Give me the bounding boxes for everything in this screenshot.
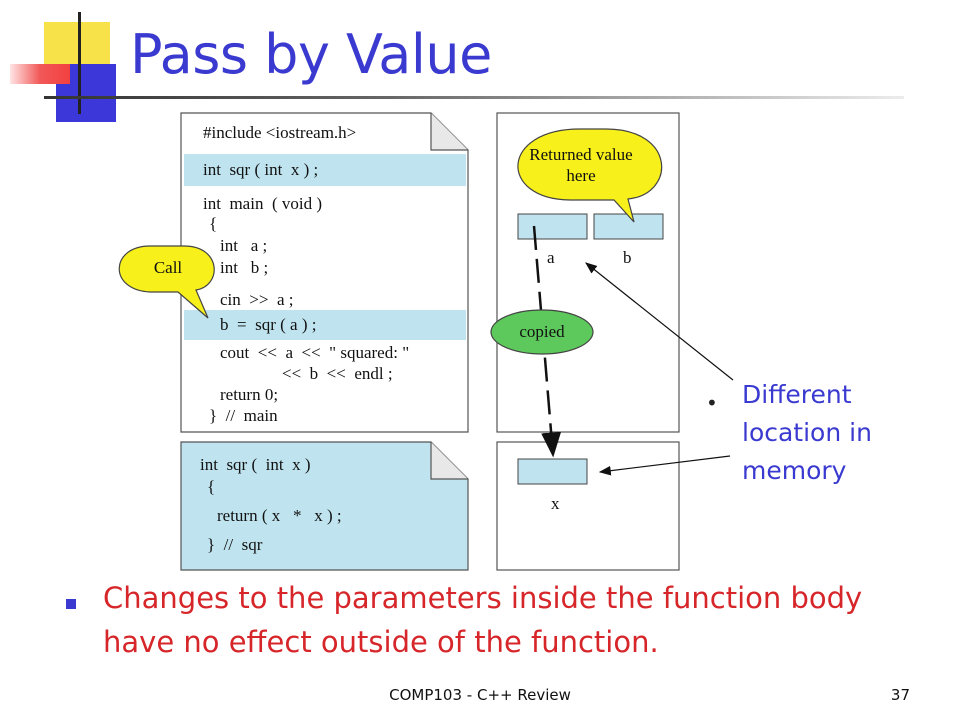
memory-cell-b — [593, 213, 664, 240]
code-line-include: #include <iostream.h> — [203, 123, 357, 142]
main-code-page — [180, 112, 469, 433]
code-line-cout-cont: << b << endl ; — [282, 364, 393, 383]
call-line-highlight — [184, 310, 466, 340]
side-note-bullet: • — [706, 391, 718, 415]
returned-value-label-line2: here — [566, 166, 596, 185]
code-line-cout: cout << a << " squared: " — [220, 343, 410, 362]
pointer-arrow-to-x — [598, 455, 731, 476]
side-note-text: Different location in memory — [742, 380, 872, 485]
memory-cell-a — [517, 213, 588, 240]
main-code-page-fold — [430, 113, 468, 151]
code-line-cin: cin >> a ; — [220, 290, 294, 309]
title-decoration-vertical-line — [78, 12, 81, 114]
copied-callout-label: copied — [519, 322, 565, 341]
call-callout-bubble — [118, 245, 215, 319]
pointer-arrow-to-a — [585, 262, 734, 381]
code-line-prototype: int sqr ( int x ) ; — [203, 160, 319, 179]
call-callout-label: Call — [153, 258, 183, 277]
returned-value-callout-bubble — [517, 128, 663, 223]
function-code-page-fold — [430, 442, 468, 480]
memory-label-b: b — [623, 248, 632, 267]
memory-label-a: a — [547, 248, 555, 267]
code-line-close-main: } // main — [209, 406, 278, 425]
code-line-func-signature: int sqr ( int x ) — [200, 455, 311, 474]
prototype-highlight — [184, 154, 466, 186]
code-line-call-sqr: b = sqr ( a ) ; — [220, 315, 317, 334]
copied-callout-bubble — [490, 309, 594, 355]
main-bullet-marker — [66, 599, 76, 609]
memory-label-x: x — [551, 494, 560, 513]
code-line-func-open-brace: { — [207, 477, 216, 496]
slide-title: Pass by Value — [130, 23, 492, 86]
code-line-declare-b: int b ; — [220, 258, 269, 277]
code-line-func-return: return ( x * x ) ; — [217, 506, 342, 525]
returned-value-label-line1: Returned value — [529, 145, 633, 164]
footer-course-title: COMP103 - C++ Review — [389, 686, 571, 704]
title-decoration-red-bar — [10, 64, 70, 84]
main-bullet-text: Changes to the parameters inside the fun… — [103, 581, 863, 659]
code-line-open-brace: { — [209, 214, 218, 233]
footer-page-number: 37 — [890, 686, 910, 704]
code-line-main-signature: int main ( void ) — [203, 194, 322, 213]
function-code-page — [180, 441, 469, 571]
code-line-declare-a: int a ; — [220, 236, 268, 255]
code-line-func-close: } // sqr — [207, 535, 263, 554]
code-line-return: return 0; — [220, 385, 279, 404]
title-underline — [44, 96, 904, 99]
memory-cell-x — [517, 458, 588, 485]
